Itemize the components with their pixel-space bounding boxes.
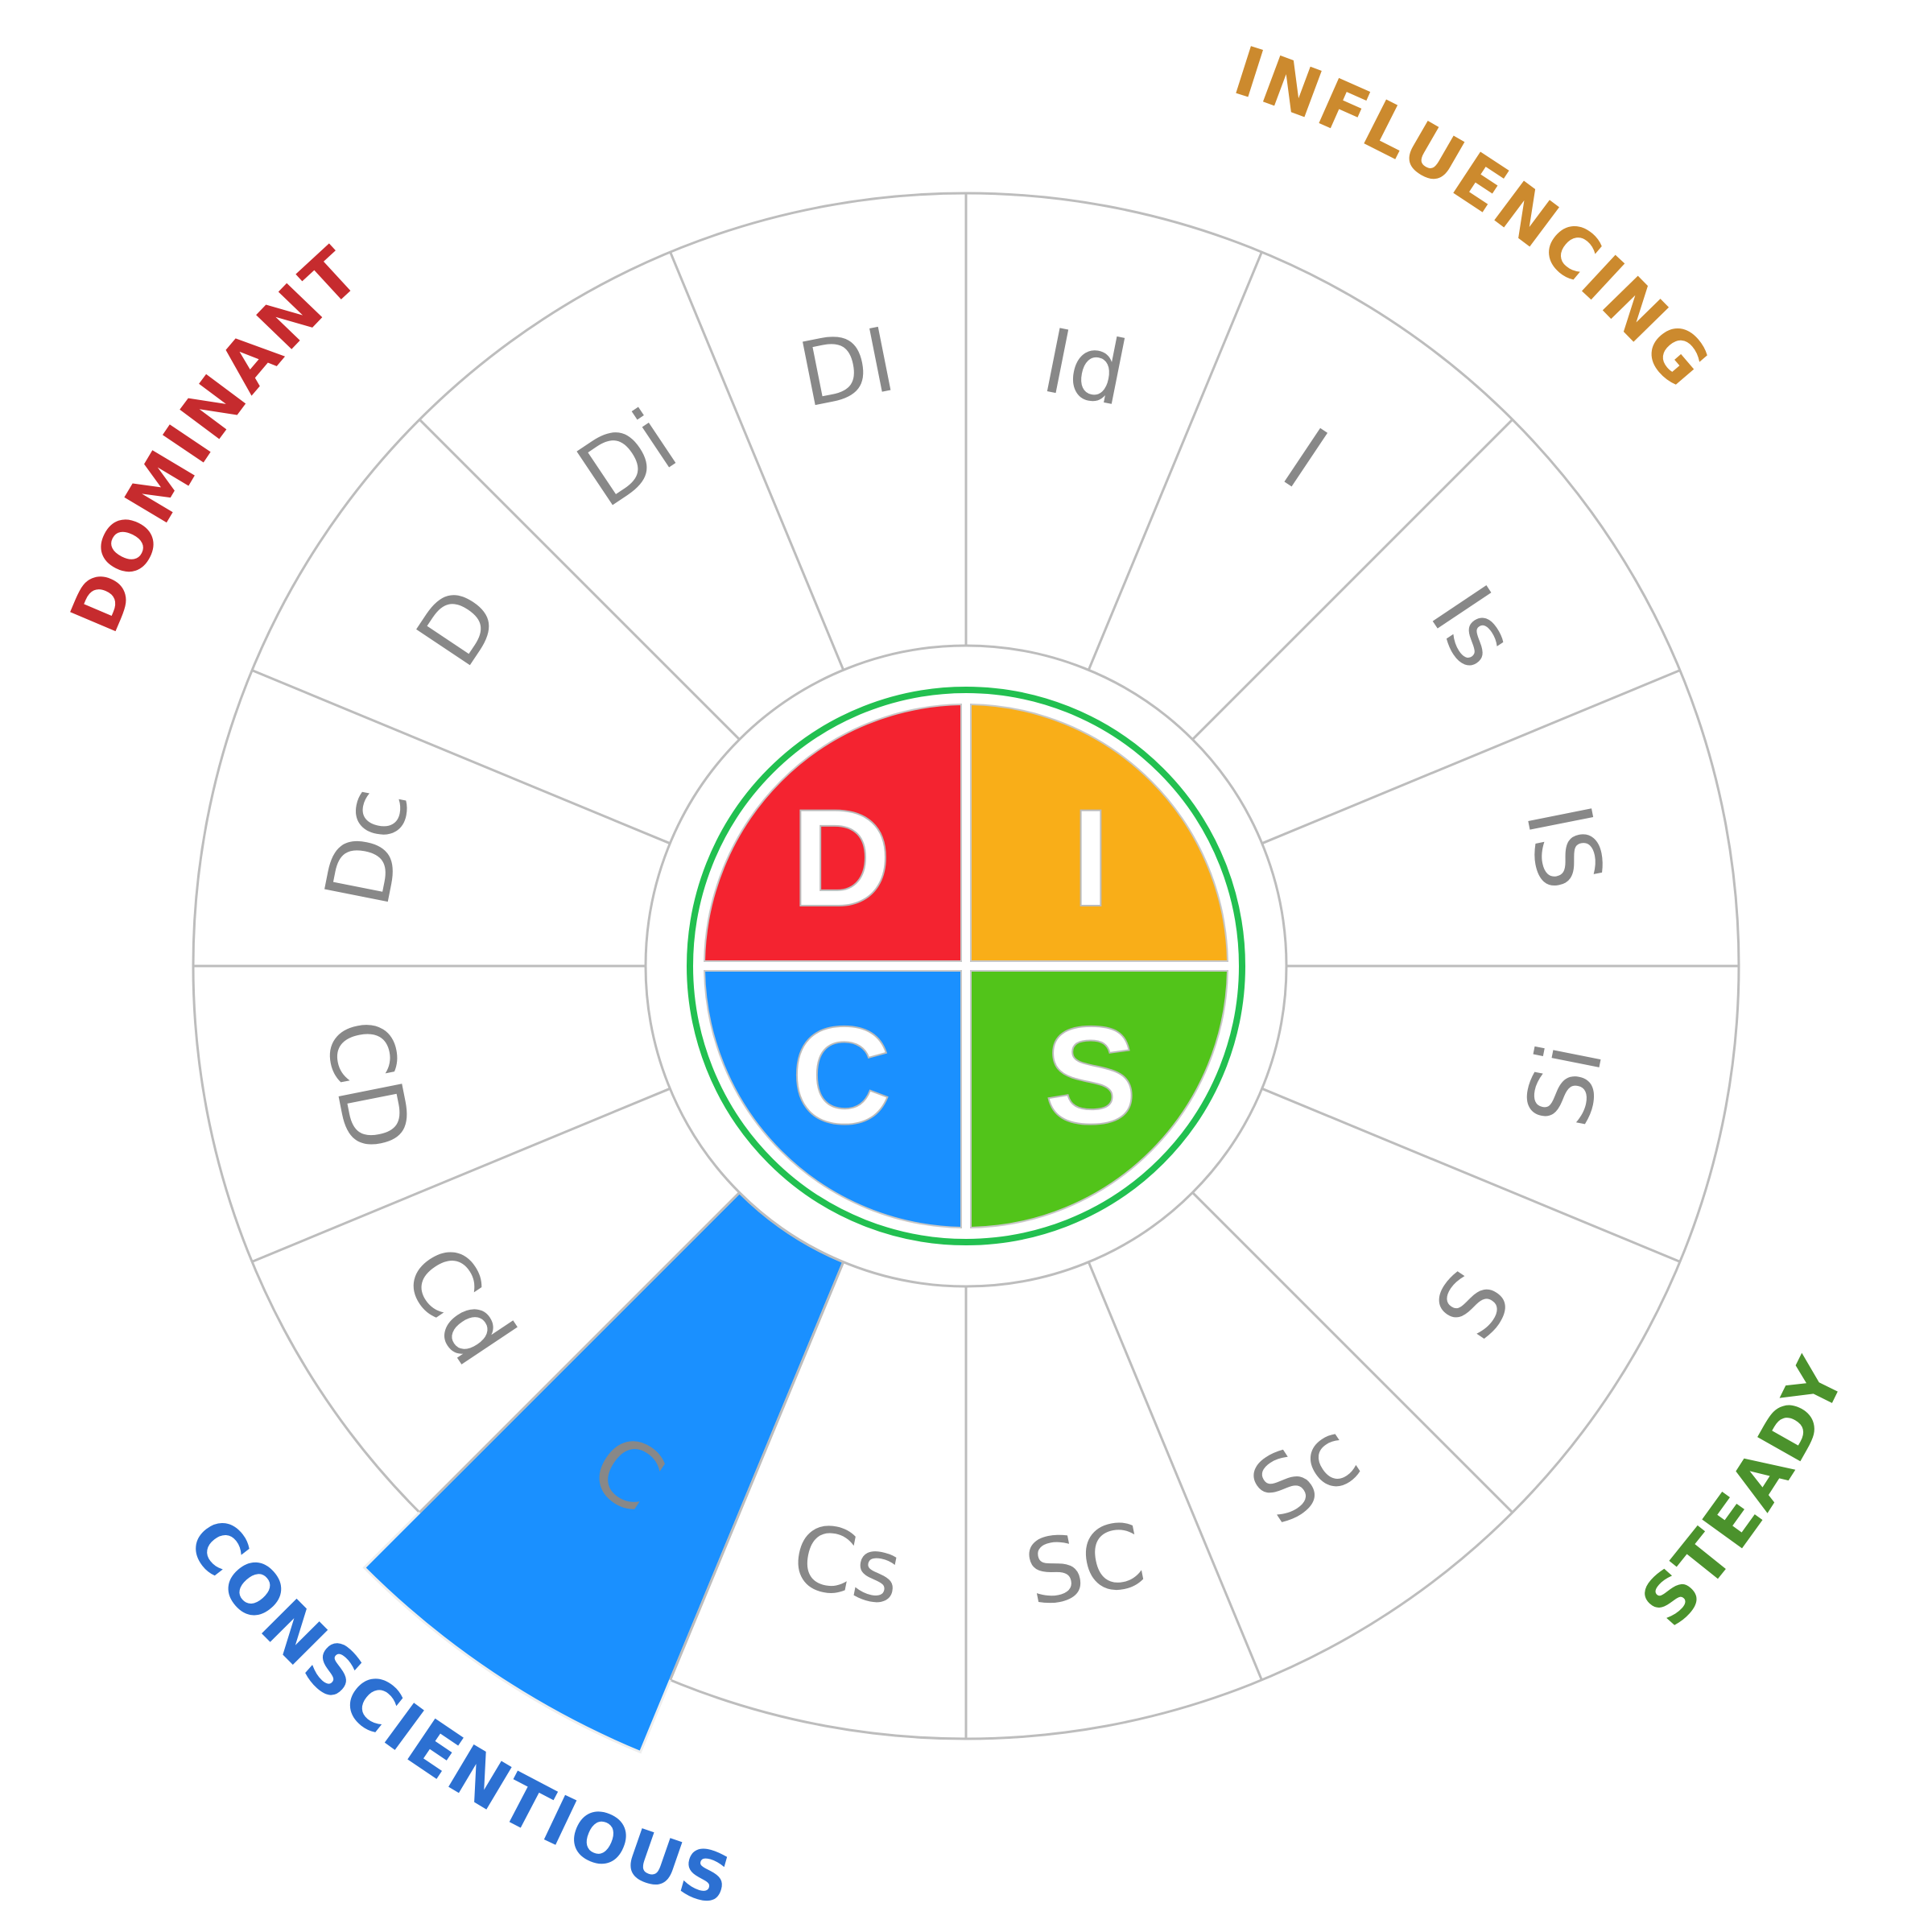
- segment-divider: [669, 251, 845, 671]
- segment-divider: [419, 1191, 741, 1513]
- segment-label-CD[interactable]: CD: [304, 1011, 431, 1158]
- segment-divider: [1191, 419, 1513, 741]
- segment-divider: [669, 1261, 845, 1681]
- quadrant-i[interactable]: [970, 704, 1228, 962]
- quadrant-letter-i: I: [1071, 781, 1110, 935]
- segment-dividers: [193, 193, 1739, 1739]
- green-ring: [687, 687, 1245, 1245]
- quadrant-c[interactable]: [704, 970, 962, 1228]
- segment-label-Si[interactable]: Si: [1506, 1035, 1623, 1134]
- quadrant-s[interactable]: [970, 970, 1228, 1228]
- segment-divider: [251, 1087, 671, 1263]
- inner-circle: [644, 644, 1288, 1288]
- quadrant-letter-c: C: [791, 998, 891, 1153]
- segment-divider: [251, 669, 671, 845]
- segment-label-IS[interactable]: IS: [1506, 796, 1623, 897]
- segment-label-SC[interactable]: SC: [1017, 1502, 1153, 1626]
- disc-center-circle: D ISC: [644, 644, 1288, 1288]
- segment-divider: [1087, 1261, 1263, 1681]
- segment-label-Dc[interactable]: Dc: [306, 779, 430, 914]
- segment-divider: [419, 419, 741, 741]
- segment-label-DI[interactable]: DI: [791, 308, 903, 427]
- quadrant-letter-d: D: [791, 781, 891, 935]
- segment-divider: [1261, 1087, 1681, 1263]
- segment-divider: [1261, 669, 1681, 845]
- segment-label-Cs[interactable]: Cs: [784, 1504, 910, 1626]
- segment-divider: [1191, 1191, 1513, 1513]
- style-word-steady: STEADY: [1626, 1344, 1862, 1641]
- segment-divider: [1087, 251, 1263, 671]
- segment-label-Id[interactable]: Id: [1034, 309, 1135, 426]
- quadrant-letter-s: S: [1045, 998, 1137, 1153]
- quadrant-d[interactable]: [704, 704, 962, 962]
